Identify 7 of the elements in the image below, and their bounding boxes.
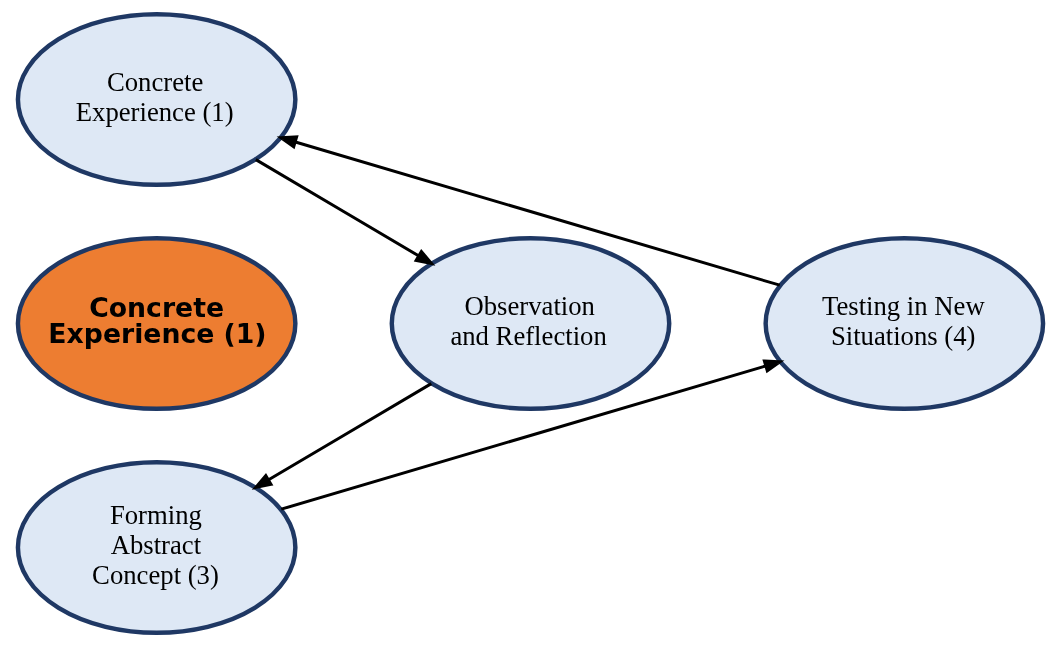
node-ellipse: Concrete Experience (1): [15, 235, 298, 412]
arrow: [251, 382, 432, 490]
node-ellipse: Observation and Reflection: [389, 235, 671, 412]
arrow: [280, 359, 784, 511]
node-ellipse: Forming Abstract Concept (3): [15, 460, 298, 636]
arrow: [254, 158, 435, 266]
arrow: [276, 135, 780, 287]
